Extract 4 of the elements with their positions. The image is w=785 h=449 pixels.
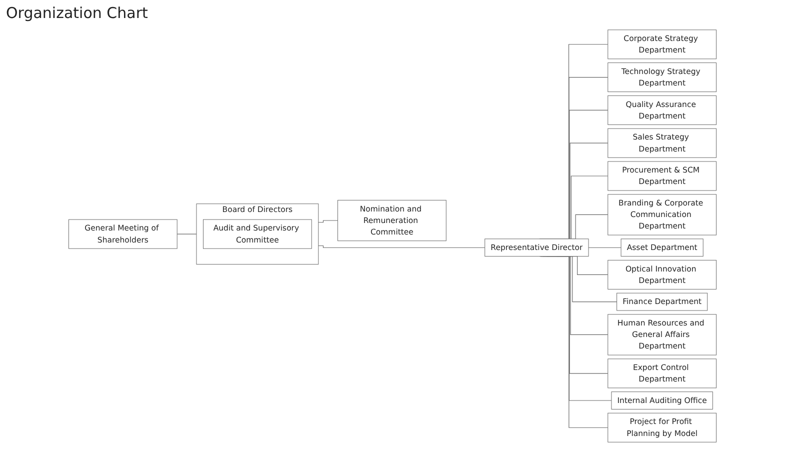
connector	[588, 247, 622, 248]
connector	[318, 245, 486, 248]
connector	[318, 220, 338, 223]
chart-title: Organization Chart	[6, 4, 148, 22]
